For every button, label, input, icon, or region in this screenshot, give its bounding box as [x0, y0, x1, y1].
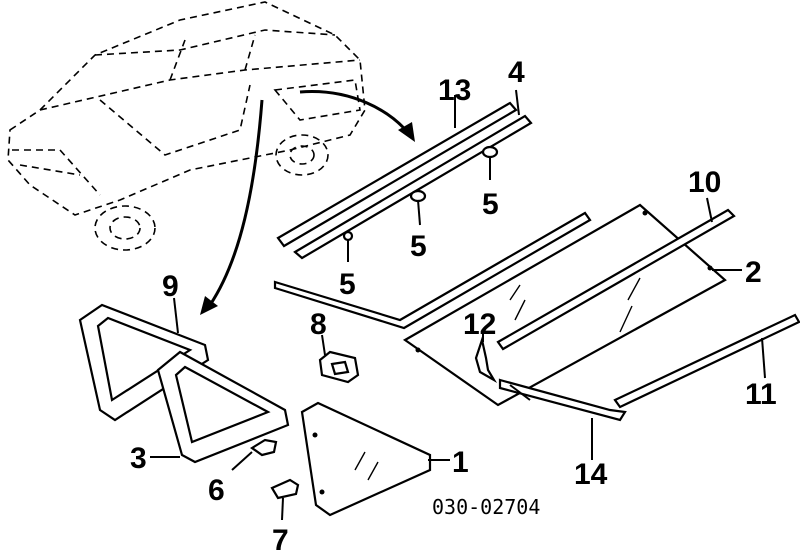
callout-2: 2	[745, 256, 762, 289]
window-frame-3	[150, 350, 290, 464]
callout-11: 11	[745, 378, 777, 411]
callout-10: 10	[688, 166, 721, 199]
latch-6	[231, 438, 278, 471]
molding-10	[496, 197, 736, 351]
callout-3: 3	[130, 442, 147, 475]
lower-molding-14	[498, 378, 627, 460]
callout-6: 6	[208, 474, 225, 507]
callout-8: 8	[310, 308, 327, 341]
arrow-to-side-window	[200, 99, 264, 315]
callout-5-left: 5	[339, 268, 356, 301]
clip-5-middle	[409, 189, 427, 226]
clip-5-left	[342, 230, 354, 262]
vehicle-outline	[7, 1, 366, 251]
callout-13: 13	[438, 74, 471, 107]
upper-long-molding	[273, 211, 592, 330]
callout-12: 12	[463, 308, 496, 341]
retainer-12	[474, 330, 498, 384]
weatherstrip-4	[293, 89, 533, 260]
hinge-7	[270, 478, 300, 521]
callout-4: 4	[508, 56, 525, 89]
molding-strip-13	[276, 95, 518, 248]
quarter-glass-1	[300, 401, 450, 517]
callout-9: 9	[162, 270, 179, 303]
trim-strip-11	[613, 313, 800, 409]
callout-1: 1	[452, 446, 469, 479]
bracket-8	[318, 334, 360, 384]
clip-5-right	[481, 145, 499, 180]
callout-5-middle: 5	[410, 230, 427, 263]
arrow-to-rear-window	[299, 90, 415, 142]
callout-5-right: 5	[482, 188, 499, 221]
callout-14: 14	[574, 458, 608, 491]
diagram-code: 030-02704	[432, 495, 540, 519]
callout-7: 7	[272, 524, 289, 554]
weatherstrip-9	[78, 297, 210, 422]
